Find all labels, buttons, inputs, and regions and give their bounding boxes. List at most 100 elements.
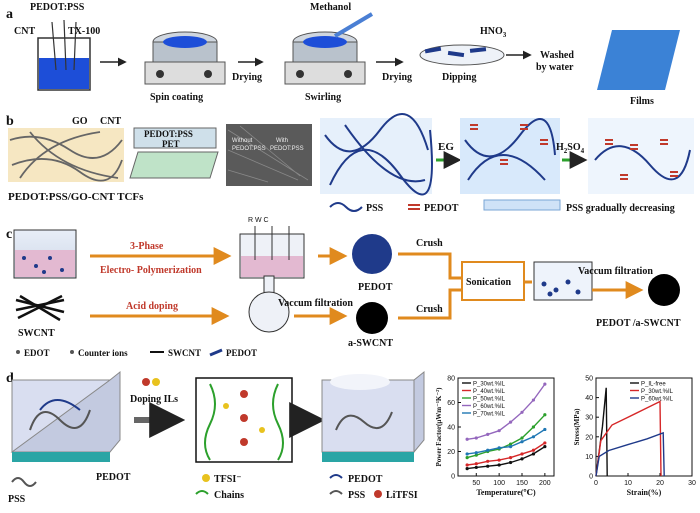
data-point — [520, 410, 524, 414]
x-axis-label: Strain(%) — [627, 488, 662, 497]
y-tick-label: 60 — [447, 400, 455, 407]
x-tick-label: 200 — [539, 480, 551, 487]
data-point — [486, 448, 490, 452]
label-washed-1: Washed — [540, 50, 574, 61]
sonication-beaker-illustration — [533, 261, 593, 301]
label-drying-2: Drying — [382, 72, 412, 83]
label-h2so4: H2SO4 — [556, 142, 585, 155]
x-tick-label: 30 — [688, 480, 696, 487]
label-with: With — [276, 138, 288, 144]
beaker-solution-illustration — [37, 19, 91, 91]
label-dipping: Dipping — [442, 72, 476, 83]
data-point — [465, 463, 469, 467]
label-hno3: HNO3 — [480, 26, 507, 39]
panel-b: b GO CNT PEDOT:PSS PET Without PEDOT:PSS… — [6, 113, 694, 214]
dipping-dish-illustration — [419, 44, 505, 66]
y-tick-label: 0 — [589, 474, 593, 481]
data-point — [474, 451, 478, 455]
x-tick-label: 10 — [624, 480, 632, 487]
data-point — [543, 413, 547, 417]
data-point — [474, 462, 478, 466]
legend-swcnt: SWCNT — [168, 348, 201, 358]
data-point — [474, 453, 478, 457]
data-point — [474, 465, 478, 470]
label-spin-coating: Spin coating — [150, 92, 203, 103]
legend-pss-swatch — [329, 202, 363, 212]
legend-entry: P_60wt.%IL — [641, 397, 674, 403]
y-tick-label: 20 — [447, 449, 455, 456]
pet-substrate-illustration — [129, 127, 219, 179]
series-line — [467, 442, 546, 466]
label-cnt: CNT — [14, 26, 35, 37]
label-doping: Doping ILs — [130, 394, 178, 405]
legend-pss: PSS — [366, 203, 384, 214]
label-acid: Acid doping — [126, 301, 178, 312]
panel-a: a PEDOT:PSS CNT TX-100 Spin coating Dryi… — [6, 2, 680, 107]
series-line — [467, 383, 546, 440]
label-methanol: Methanol — [310, 2, 351, 13]
x-tick-label: 50 — [472, 480, 480, 487]
filtration-flask-illustration — [248, 275, 290, 333]
film-illustration — [597, 30, 680, 90]
label-pss-d2: PSS — [348, 490, 366, 501]
plot-frame — [595, 377, 693, 477]
label-litfsi: LiTFSI — [386, 490, 418, 501]
legend-pedot: PEDOT — [424, 203, 459, 214]
data-point — [543, 382, 547, 386]
label-pedot-pss-b: PEDOT:PSS — [144, 129, 193, 139]
pss-pedot-box-3 — [588, 118, 694, 194]
swirling-illustration — [284, 12, 374, 85]
series-line — [467, 428, 546, 455]
label-sonication: Sonication — [466, 277, 511, 288]
pss-pedot-box-1 — [320, 113, 433, 196]
y-tick-label: 50 — [585, 376, 593, 383]
y-tick-label: 10 — [585, 454, 593, 461]
electrochemical-cell-illustration — [239, 226, 305, 279]
label-pet: PET — [162, 139, 180, 149]
data-point — [520, 436, 524, 440]
pss-pedot-box-2 — [460, 118, 560, 194]
legend-entry: P_30wt.%IL — [473, 382, 506, 388]
label-films: Films — [630, 96, 654, 107]
data-point — [508, 420, 513, 424]
data-point — [508, 460, 513, 465]
label-vacuum-1: Vaccum filtration — [278, 298, 353, 309]
data-point — [508, 445, 513, 449]
legend-gradient-bar — [483, 199, 561, 211]
panel-c: c 3-Phase Electro- Polymerization R W C … — [6, 217, 681, 358]
y-tick-label: 80 — [447, 376, 455, 383]
label-crush-2: Crush — [416, 304, 443, 315]
y-tick-label: 40 — [447, 425, 455, 432]
data-point — [497, 458, 501, 462]
go-cnt-network-illustration — [8, 128, 124, 182]
panel-d-letter: d — [6, 371, 14, 386]
pedot-pss-film-illustration — [10, 370, 121, 462]
legend-pedot-swatch — [408, 204, 420, 210]
data-point — [508, 456, 513, 460]
label-chains: Chains — [214, 490, 244, 501]
legend-entry: P_40wt.%IL — [473, 389, 506, 395]
data-point — [531, 398, 536, 402]
label-electro-polymerization: Electro- Polymerization — [100, 265, 202, 276]
a-swcnt-disk — [356, 302, 388, 334]
label-go: GO — [72, 116, 88, 127]
label-pedot-c: PEDOT — [358, 282, 393, 293]
label-product: PEDOT /a-SWCNT — [596, 318, 681, 329]
legend-edot: EDOT — [24, 348, 50, 358]
connector-bottom — [398, 288, 462, 320]
data-point — [486, 459, 490, 463]
legend-entry: P_30wt.%IL — [641, 389, 674, 395]
label-without: Without — [232, 138, 253, 144]
y-tick-label: 30 — [585, 415, 593, 422]
label-pedot-pss: PEDOT:PSS — [30, 2, 85, 13]
label-tx100: TX-100 — [68, 26, 100, 37]
data-point — [531, 452, 536, 456]
data-point — [508, 442, 513, 446]
pedot-disk — [352, 234, 392, 274]
label-swirling: Swirling — [305, 92, 341, 103]
data-point — [474, 436, 478, 440]
label-swcnt: SWCNT — [18, 328, 55, 339]
legend-entry: P_IL-free — [641, 382, 666, 388]
